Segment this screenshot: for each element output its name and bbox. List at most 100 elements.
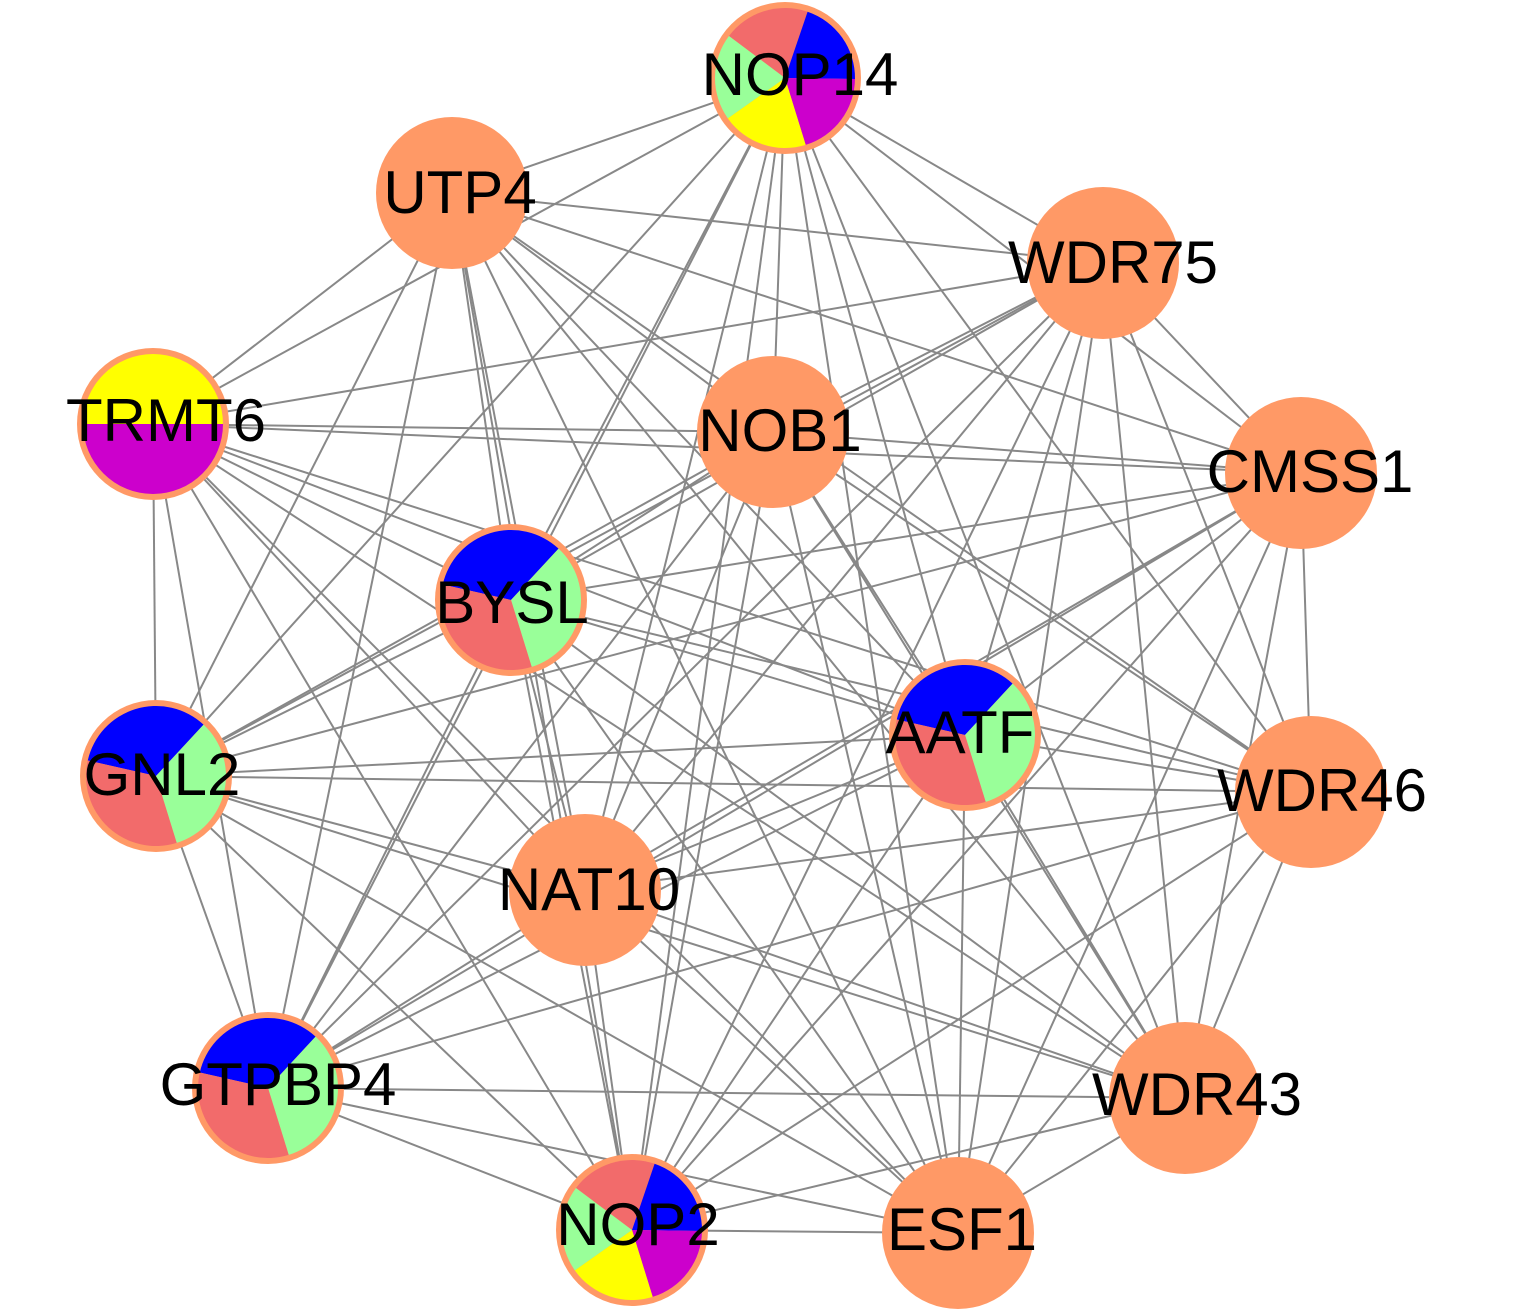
edge-wdr46-esf1 [957, 791, 1312, 1234]
edge-utp4-wdr75 [451, 192, 1104, 264]
edge-bysl-gtpbp4 [267, 599, 512, 1089]
edge-nob1-nop2 [631, 431, 774, 1231]
pie-slice-green [268, 1036, 338, 1155]
pie-slice-red [197, 1072, 289, 1158]
edge-aatf-gnl2 [155, 734, 966, 777]
edge-nat10-wdr43 [584, 889, 1186, 1099]
edge-gnl2-wdr46 [155, 775, 1312, 793]
node-bysl: BYSL [435, 524, 589, 676]
edge-utp4-gnl2 [155, 192, 453, 777]
edge-gnl2-nop2 [155, 775, 633, 1231]
edge-cmss1-bysl [510, 472, 1302, 601]
node-label-esf1: ESF1 [887, 1196, 1037, 1263]
pie-slice-green [561, 1188, 632, 1271]
edge-nob1-esf1 [772, 431, 959, 1234]
node-wdr43: WDR43 [1092, 1022, 1302, 1174]
edge-utp4-wdr43 [451, 192, 1186, 1099]
edge-wdr46-gtpbp4 [267, 791, 1312, 1089]
pie-slice-red [86, 760, 177, 846]
edge-trmt6-wdr43 [152, 423, 1186, 1099]
edge-wdr43-nop2 [631, 1097, 1186, 1231]
node-cmss1: CMSS1 [1207, 397, 1414, 549]
edge-aatf-nop2 [631, 734, 966, 1231]
node-circle [882, 1157, 1034, 1309]
edge-wdr75-nop2 [631, 262, 1104, 1231]
node-nop14: NOP14 [702, 2, 899, 154]
edge-wdr46-nat10 [584, 791, 1312, 891]
edge-wdr75-nat10 [584, 262, 1104, 891]
edge-gnl2-wdr43 [155, 775, 1186, 1099]
node-aatf: AATF [886, 659, 1041, 811]
node-nat10: NAT10 [498, 814, 680, 966]
edge-wdr46-nop2 [631, 791, 1312, 1231]
node-label-aatf: AATF [886, 699, 1035, 766]
node-label-nob1: NOB1 [698, 397, 861, 464]
node-wdr75: WDR75 [1008, 187, 1218, 339]
node-label-nop14: NOP14 [702, 41, 899, 108]
node-utp4: UTP4 [376, 117, 537, 269]
edge-nat10-esf1 [584, 889, 959, 1234]
node-gtpbp4: GTPBP4 [160, 1012, 396, 1164]
edge-cmss1-gnl2 [155, 472, 1302, 777]
pie-slice-green [715, 36, 785, 119]
pie-slice-blue [199, 1018, 316, 1088]
node-circle [509, 814, 661, 966]
edge-trmt6-wdr46 [152, 423, 1312, 793]
edge-utp4-gtpbp4 [267, 192, 453, 1089]
edge-gtpbp4-wdr43 [267, 1087, 1186, 1099]
pie-slice-red [440, 584, 532, 670]
edge-wdr75-trmt6 [152, 262, 1104, 425]
node-label-utp4: UTP4 [383, 159, 536, 226]
edge-nop14-esf1 [784, 77, 959, 1234]
node-trmt6: TRMT6 [66, 348, 266, 500]
node-label-cmss1: CMSS1 [1207, 438, 1414, 505]
pie-slice-blue [896, 665, 1013, 735]
pie-slice-yellow [83, 354, 223, 424]
edge-cmss1-gtpbp4 [267, 472, 1302, 1089]
edge-trmt6-nop2 [152, 423, 633, 1231]
pie-slice-blue [632, 1163, 703, 1231]
node-circle [1027, 187, 1179, 339]
node-circle [1109, 1022, 1261, 1174]
edges-layer [152, 77, 1312, 1234]
edge-bysl-aatf [510, 599, 966, 736]
pie-slice-blue [442, 529, 559, 600]
edge-cmss1-nop2 [631, 472, 1302, 1231]
edge-utp4-cmss1 [451, 192, 1302, 474]
edge-bysl-esf1 [510, 599, 959, 1234]
edge-nob1-wdr46 [772, 431, 1312, 793]
edge-gnl2-esf1 [155, 775, 959, 1234]
edge-utp4-esf1 [451, 192, 959, 1234]
pie-slice-red [728, 7, 808, 79]
node-circle [1235, 716, 1387, 868]
node-label-gnl2: GNL2 [84, 741, 241, 808]
node-label-nat10: NAT10 [498, 856, 680, 923]
pie-slice-yellow [574, 1230, 653, 1300]
node-label-nop2: NOP2 [556, 1191, 719, 1258]
pie-slice-red [575, 1159, 655, 1230]
node-gnl2: GNL2 [80, 700, 240, 852]
pie-slice-green [965, 683, 1035, 802]
node-nob1: NOB1 [697, 356, 862, 508]
edge-bysl-wdr43 [510, 599, 1186, 1099]
pie-slice-green [156, 724, 227, 843]
node-wdr46: WDR46 [1217, 716, 1427, 868]
node-label-trmt6: TRMT6 [66, 387, 266, 454]
edge-aatf-esf1 [957, 734, 966, 1234]
edge-wdr75-gtpbp4 [267, 262, 1104, 1089]
edge-nob1-gtpbp4 [267, 431, 774, 1089]
edge-utp4-wdr46 [451, 192, 1312, 793]
node-label-wdr46: WDR46 [1217, 757, 1427, 824]
edge-nop14-gnl2 [155, 77, 786, 777]
node-circle [1225, 397, 1377, 549]
pie-slice-green [511, 548, 581, 667]
edge-utp4-nop2 [451, 192, 633, 1231]
pie-slice-blue [785, 11, 855, 79]
edge-wdr75-gnl2 [155, 262, 1104, 777]
pie-slice-blue [87, 705, 204, 776]
edge-nop14-nat10 [584, 77, 786, 891]
edge-nop14-wdr43 [784, 77, 1186, 1099]
edge-nob1-cmss1 [772, 431, 1302, 474]
